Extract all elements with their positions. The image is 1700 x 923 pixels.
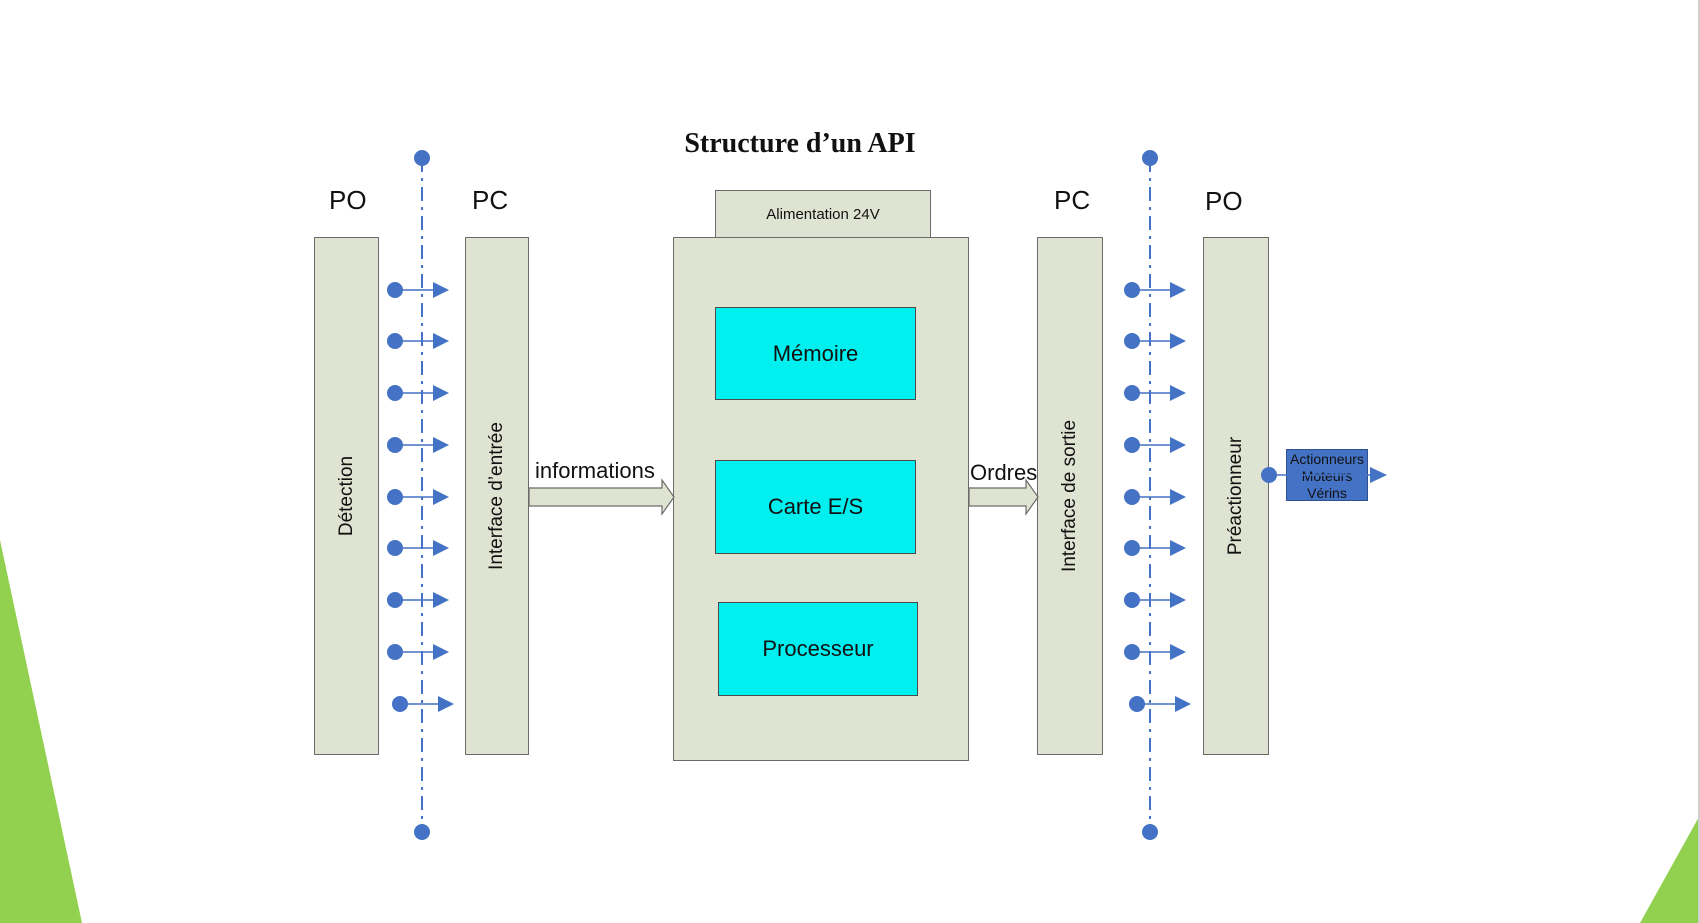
right-signal-dot-2 [1124, 333, 1140, 349]
bus-left-top-dot [414, 150, 430, 166]
label-pc-left: PC [472, 185, 509, 215]
right-signal-arrowhead-2 [1170, 333, 1186, 349]
left-signal-arrowhead-2 [433, 333, 449, 349]
left-signal-dot-2 [387, 333, 403, 349]
bus-right-top-dot [1142, 150, 1158, 166]
actuators-line-1: Actionneurs [1290, 451, 1364, 467]
label-pc-right: PC [1054, 185, 1091, 215]
right-signal-arrowhead-8 [1170, 644, 1186, 660]
left-signal-arrowhead-1 [433, 282, 449, 298]
left-signal-dot-8 [387, 644, 403, 660]
left-signal-dot-4 [387, 437, 403, 453]
memory-module: Mémoire [715, 307, 916, 400]
right-signal-arrowhead-4 [1170, 437, 1186, 453]
detection-block: Détection [314, 237, 379, 755]
output-interface-block: Interface de sortie [1037, 237, 1103, 755]
right-signal-dot-6 [1124, 540, 1140, 556]
right-signal-dot-8 [1124, 644, 1140, 660]
diagram-title: Structure d’un API [684, 128, 916, 159]
left-signal-arrowhead-4 [433, 437, 449, 453]
signal-arrows-group [387, 282, 1191, 712]
power-supply-block: Alimentation 24V [715, 190, 931, 238]
left-signal-dot-6 [387, 540, 403, 556]
actuator-output-arrowhead [1370, 467, 1387, 483]
right-signal-arrowhead-7 [1170, 592, 1186, 608]
left-signal-dot-7 [387, 592, 403, 608]
right-signal-dot-9 [1129, 696, 1145, 712]
left-signal-arrowhead-3 [433, 385, 449, 401]
right-signal-arrowhead-5 [1170, 489, 1186, 505]
green-corner-right [1640, 815, 1700, 923]
right-signal-dot-5 [1124, 489, 1140, 505]
actuators-line-2: Moteurs [1301, 468, 1353, 484]
actuators-line-3: Vérins [1307, 485, 1347, 501]
right-signal-dot-4 [1124, 437, 1140, 453]
left-signal-arrowhead-9 [438, 696, 454, 712]
io-card-module: Carte E/S [715, 460, 916, 554]
right-signal-arrowhead-6 [1170, 540, 1186, 556]
bus-right-bottom-dot [1142, 824, 1158, 840]
informations-flow-arrow [528, 478, 675, 516]
left-signal-arrowhead-7 [433, 592, 449, 608]
ordres-flow-arrow [968, 478, 1039, 516]
left-signal-dot-9 [392, 696, 408, 712]
right-signal-arrowhead-1 [1170, 282, 1186, 298]
input-interface-block: Interface d’entrée [465, 237, 529, 755]
right-signal-arrowhead-9 [1175, 696, 1191, 712]
left-signal-dot-5 [387, 489, 403, 505]
right-signal-dot-3 [1124, 385, 1140, 401]
label-po-right: PO [1205, 186, 1243, 216]
right-signal-dot-7 [1124, 592, 1140, 608]
left-signal-arrowhead-5 [433, 489, 449, 505]
right-signal-arrowhead-3 [1170, 385, 1186, 401]
bus-left-bottom-dot [414, 824, 430, 840]
left-signal-dot-3 [387, 385, 403, 401]
left-signal-arrowhead-8 [433, 644, 449, 660]
right-signal-dot-1 [1124, 282, 1140, 298]
label-po-left: PO [329, 185, 367, 215]
preactuator-block: Préactionneur [1203, 237, 1269, 755]
informations-label: informations [535, 458, 655, 483]
left-signal-dot-1 [387, 282, 403, 298]
left-signal-arrowhead-6 [433, 540, 449, 556]
processor-module: Processeur [718, 602, 918, 696]
green-corner-left [0, 540, 82, 923]
